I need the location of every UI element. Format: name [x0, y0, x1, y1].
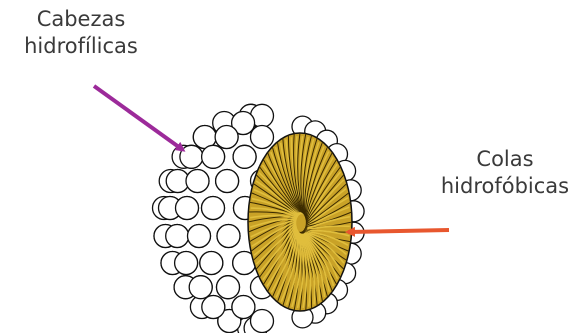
head-sphere	[216, 170, 239, 193]
head-sphere	[217, 225, 240, 248]
head-sphere	[232, 296, 255, 319]
head-sphere	[175, 252, 198, 275]
head-sphere	[202, 296, 225, 319]
head-sphere	[200, 252, 223, 275]
head-sphere	[188, 225, 211, 248]
head-sphere	[215, 126, 238, 149]
head-sphere	[251, 126, 274, 149]
tails-arrow	[348, 230, 449, 232]
hydrophobic-core	[248, 133, 352, 311]
head-sphere	[166, 225, 189, 248]
head-sphere	[233, 145, 256, 168]
head-sphere	[202, 145, 225, 168]
head-sphere	[202, 197, 225, 220]
head-sphere	[217, 276, 240, 299]
head-sphere	[189, 276, 212, 299]
head-sphere	[176, 197, 199, 220]
head-sphere	[186, 170, 209, 193]
micelle	[153, 104, 365, 333]
heads-arrow	[94, 86, 183, 150]
